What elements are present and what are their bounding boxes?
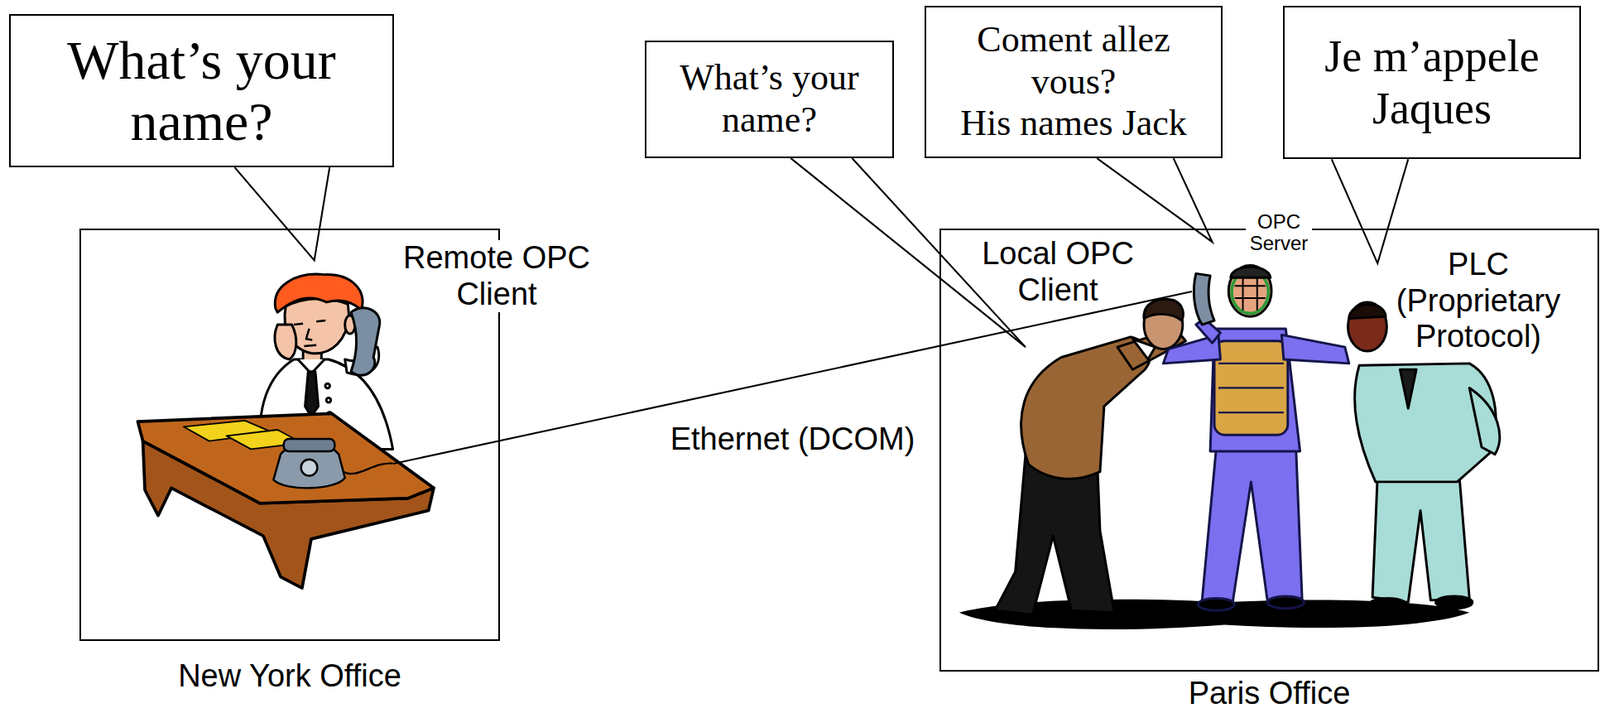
office-worker-part [305,371,319,417]
umpire-server-part [1228,265,1272,318]
ethernet-line [393,291,1192,464]
umpire-server-part [1267,595,1304,609]
node-label: Remote OPC Client [397,240,596,313]
speech-text: His names Jack [960,102,1187,145]
umpire-server-part [1214,341,1288,435]
umpire-server [1162,265,1349,611]
office-worker-part [350,307,380,376]
office-heading: New York Office [79,658,500,695]
plc-man-part [1354,363,1496,482]
speech-tail [235,158,1409,347]
speech-callout: Coment allez vous?His names Jack [924,5,1223,159]
office-box: New York Office Remote OPC Client [79,228,596,702]
server-figure: OPC Server [1191,211,1325,630]
speech-callout: Je m’appele Jaques [1282,5,1581,159]
speech-tail-part [1331,158,1408,264]
node-label: OPC Server [1245,211,1312,255]
office-box: Paris Office Local OPC Client OPC ServerPL… [939,206,1600,713]
plc-man-part [1369,597,1406,611]
umpire-server-part [1201,446,1303,602]
speech-text: What’s your name? [22,29,381,153]
connector-label: Ethernet (DCOM) [670,421,916,458]
desk-part [137,413,434,503]
office-worker-part [274,273,363,313]
umpire-server-part [1218,363,1284,413]
speech-text: Coment allez vous? [937,19,1210,103]
desk-phone-part [283,438,336,452]
desk-phone-part [301,459,318,476]
plc-man-part [1469,387,1500,454]
client-man [994,298,1187,615]
plc-man-part [1399,369,1417,409]
desk-phone-part [342,462,393,474]
umpire-server-part [1281,334,1349,364]
client-label-box: Local OPC Client [975,235,1141,308]
office-heading: Paris Office [939,677,1600,709]
office-border [940,229,1599,671]
office-worker-part [293,320,326,346]
plc-man-part [1349,304,1386,319]
umpire-server-part [1230,266,1271,278]
umpire-server-part [1193,273,1215,325]
plc-man-part [1348,302,1388,351]
speech-tail-part [235,167,331,260]
plc-label-box: PLC (Proprietary Protocol) [1391,246,1566,356]
speech-text: What’s your name? [658,57,881,141]
desk [137,413,434,588]
office-worker-part [325,383,330,388]
client-man-part [1143,298,1184,321]
umpire-server-part [1197,597,1235,611]
speech-callout: What’s your name? [644,40,894,159]
plc-man-part [1372,474,1470,602]
speech-callout: What’s your name? [9,14,394,168]
desk-phone [273,438,393,488]
office-worker-part [326,398,331,403]
node-label: Local OPC Client [975,235,1141,308]
node-label: PLC (Proprietary Protocol) [1391,246,1566,356]
plc-man-part [1436,595,1473,609]
office-worker-part [274,324,297,360]
edge-label-holder: Ethernet (DCOM) [627,421,959,458]
client-figure: Remote OPC Client [136,235,596,464]
speech-text: Je m’appele Jaques [1296,30,1568,134]
